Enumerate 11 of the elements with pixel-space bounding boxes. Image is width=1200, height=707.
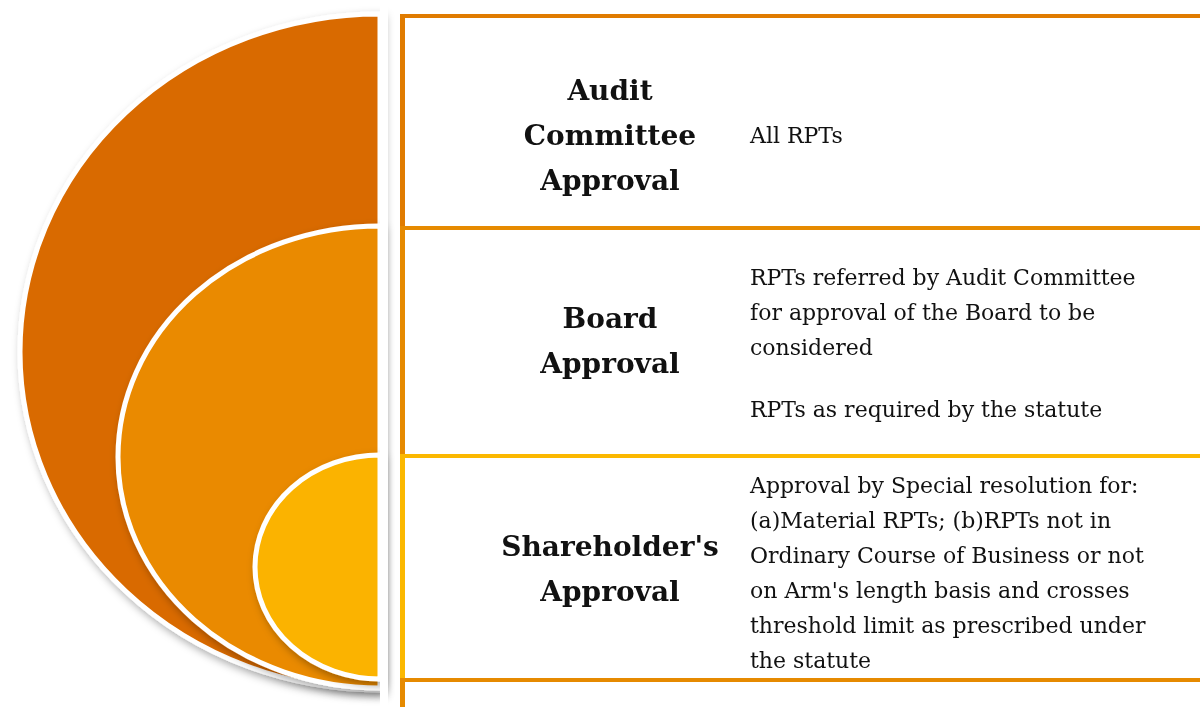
band-description: RPTs referred by Audit Committee for approval of the Board to be considered (750, 264, 1137, 362)
band-description: RPTs as required by the statute (750, 396, 1104, 424)
band-description: All RPTs (750, 122, 844, 150)
band-heading: Audit Committee Approval (522, 73, 698, 199)
approval-band (400, 14, 1200, 226)
band-description: Approval by Special resolution for: (a)Material RPTs; (b)RPTs not in Ordinary Course of Business or not on Arm's length basis and crosses threshold limit as prescribed under the statute (750, 472, 1147, 675)
approval-band (400, 226, 1200, 454)
approval-band (400, 454, 1200, 678)
band-heading: Shareholder's Approval (500, 529, 720, 610)
band-heading: Board Approval (539, 301, 681, 382)
empty-band (400, 678, 1200, 707)
